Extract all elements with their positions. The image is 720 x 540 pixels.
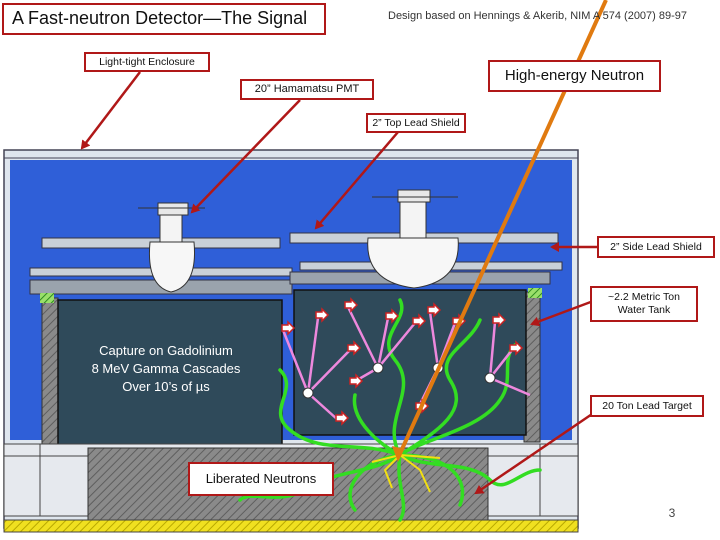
label-neutron: High-energy Neutron <box>488 60 661 92</box>
label-pmt-text: 20” Hamamatsu PMT <box>254 82 360 95</box>
label-enclosure-text: Light-tight Enclosure <box>99 55 195 68</box>
label-tank-line1: ~2.2 Metric Ton <box>608 291 680 304</box>
capture-caption: Capture on Gadolinium 8 MeV Gamma Cascad… <box>66 342 266 397</box>
slide-title: A Fast-neutron Detector—The Signal <box>2 3 326 35</box>
label-side-shield: 2” Side Lead Shield <box>597 236 715 258</box>
label-liberated-neutrons: Liberated Neutrons <box>188 462 334 496</box>
slide-title-text: A Fast-neutron Detector—The Signal <box>12 8 308 29</box>
floor <box>3 519 579 533</box>
label-top-shield: 2” Top Lead Shield <box>366 113 466 133</box>
capture-line2: 8 MeV Gamma Cascades <box>91 361 241 377</box>
label-side-shield-text: 2” Side Lead Shield <box>610 240 702 253</box>
lead-target <box>87 447 489 521</box>
shield-bracket <box>528 288 542 298</box>
pmt-bulb-icon <box>138 202 205 293</box>
label-lead-target-text: 20 Ton Lead Target <box>602 399 692 412</box>
label-pmt: 20” Hamamatsu PMT <box>240 79 374 100</box>
label-top-shield-text: 2” Top Lead Shield <box>372 116 460 129</box>
shield-bracket <box>40 293 54 303</box>
label-liberated-text: Liberated Neutrons <box>205 471 317 487</box>
page-number: 3 <box>668 506 676 520</box>
capture-line1: Capture on Gadolinium <box>99 343 233 358</box>
side-lead-shield-left <box>41 297 59 449</box>
capture-line3-unit: µs <box>195 379 210 395</box>
pmt-bulb-icon <box>367 189 459 289</box>
label-water-tank: ~2.2 Metric Ton Water Tank <box>590 286 698 322</box>
capture-line3: Over 10’s of µs <box>66 378 266 396</box>
label-enclosure: Light-tight Enclosure <box>84 52 210 72</box>
neutron-track-head <box>392 446 404 462</box>
cascade-tracks <box>238 298 542 522</box>
reference-citation: Design based on Hennings & Akerib, NIM A… <box>388 10 688 22</box>
label-neutron-text: High-energy Neutron <box>504 67 645 84</box>
capture-line3-prefix: Over 10’s of <box>122 379 196 395</box>
label-lead-target: 20 Ton Lead Target <box>590 395 704 417</box>
local-tracks <box>371 454 441 493</box>
water-tank-right <box>293 289 527 436</box>
water-tank-left <box>57 299 283 451</box>
annotation-arrows <box>80 71 605 495</box>
label-tank-line2: Water Tank <box>617 304 671 316</box>
